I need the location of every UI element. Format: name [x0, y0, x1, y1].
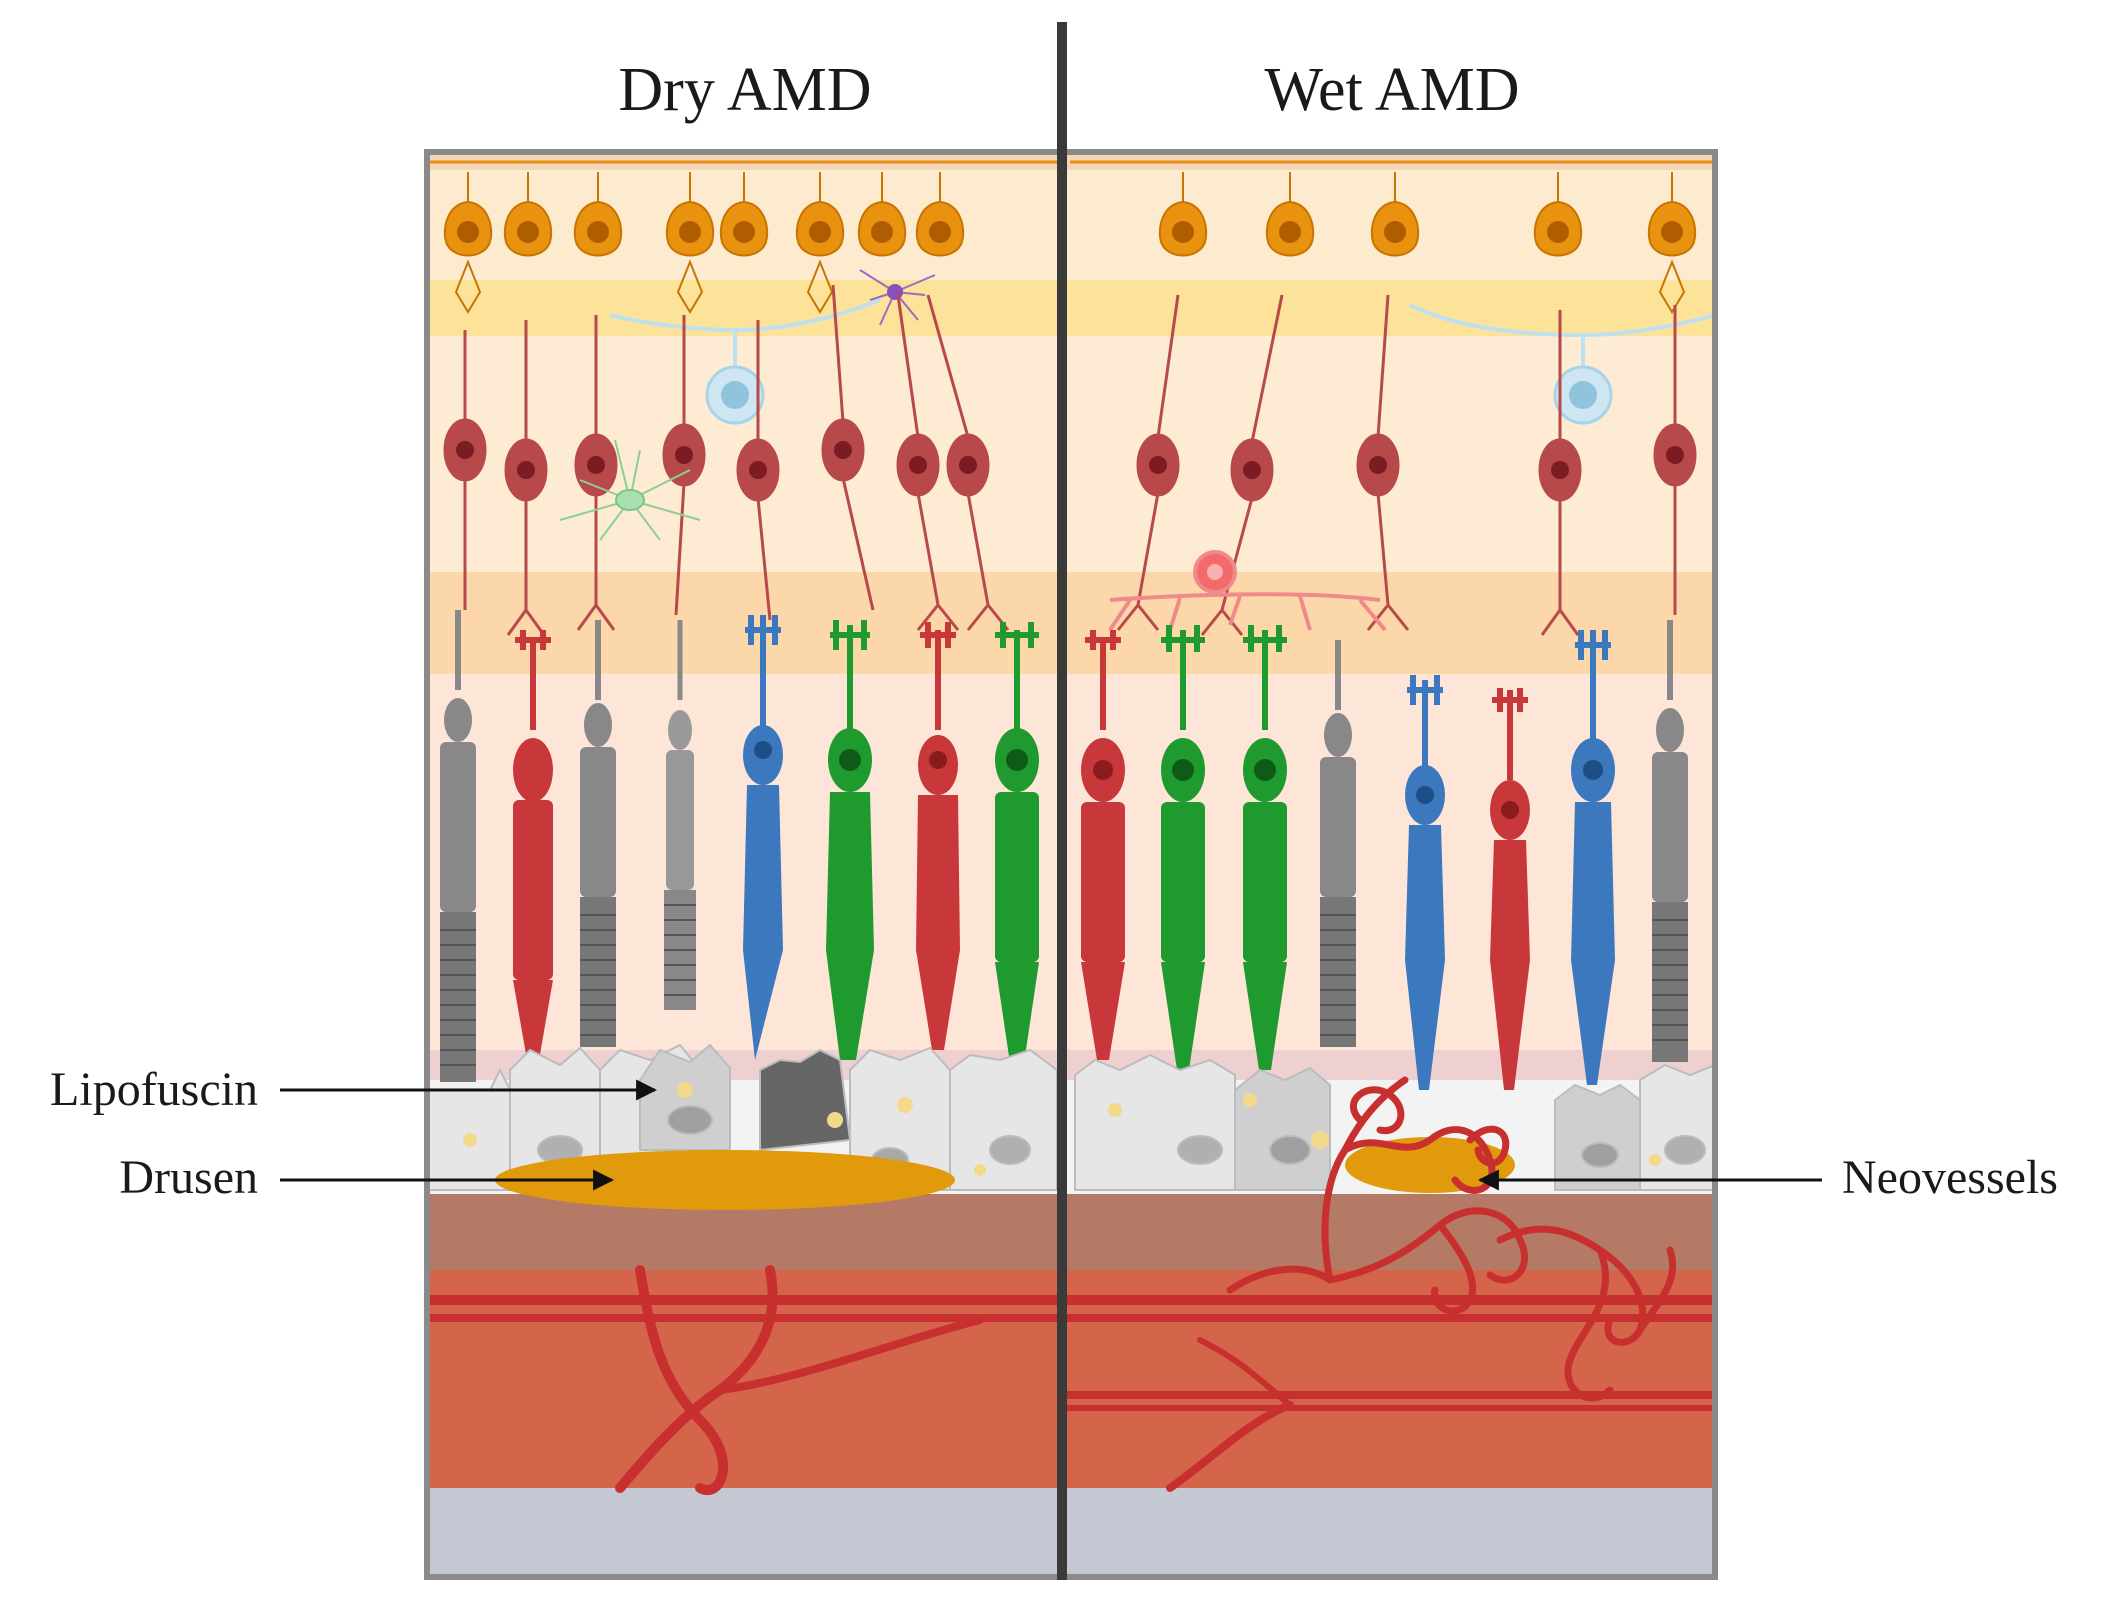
drusen-deposit: [1345, 1137, 1515, 1193]
rod: [1652, 620, 1688, 1062]
l-cone: [513, 630, 553, 1060]
m-cone: [1243, 625, 1287, 1070]
bipolar-cells: [1116, 294, 1697, 636]
wet-amd-panel: [1067, 160, 1715, 1492]
ganglion-cell-layer: [427, 170, 1715, 280]
neovessels-label: Neovessels: [1842, 1151, 2058, 1204]
microglia-green: [559, 439, 701, 541]
dry-amd-panel: [427, 160, 1057, 1495]
wet-amd-title: Wet AMD: [1264, 56, 1519, 124]
drusen-deposit: [495, 1150, 955, 1210]
annotation-drusen: Drusen: [119, 1151, 615, 1204]
m-cone: [826, 620, 874, 1060]
m-cone: [1161, 625, 1205, 1070]
inner-plexiform-layer: [427, 280, 1715, 336]
horizontal-cell: [1108, 550, 1387, 632]
m-cone: [995, 622, 1039, 1070]
rod: [664, 620, 696, 1010]
diagram-frame: [424, 149, 1718, 1580]
photoreceptors-dry: [440, 610, 1039, 1082]
lipofuscin-label: Lipofuscin: [50, 1063, 258, 1116]
l-cone: [1490, 688, 1530, 1090]
s-cone: [1405, 675, 1445, 1090]
s-cone: [743, 615, 783, 1060]
photoreceptors-wet: [1081, 620, 1688, 1090]
choroid-vessels-dry: [427, 1265, 1057, 1495]
annotation-neovessels: Neovessels: [1477, 1151, 2058, 1204]
choroid-vessels-wet: [1067, 1295, 1715, 1492]
drusen-label: Drusen: [119, 1151, 258, 1204]
annotation-lipofuscin: Lipofuscin: [50, 1063, 658, 1116]
dry-amd-title: Dry AMD: [618, 56, 871, 124]
rod: [440, 610, 476, 1082]
sclera-layer: [427, 1488, 1715, 1577]
l-cone: [916, 622, 960, 1050]
microglia-purple: [859, 269, 936, 326]
ganglion-cells: [1158, 172, 1697, 314]
inner-nuclear-layer: [427, 336, 1715, 572]
rpe-cells-wet: [1074, 1053, 1715, 1191]
bipolar-cells: [443, 284, 1010, 636]
rod: [1320, 640, 1356, 1047]
ganglion-cells: [443, 172, 965, 314]
s-cone: [1571, 630, 1615, 1085]
outer-plexiform-layer: [427, 572, 1715, 674]
l-cone: [1081, 630, 1125, 1060]
rod: [580, 620, 616, 1047]
